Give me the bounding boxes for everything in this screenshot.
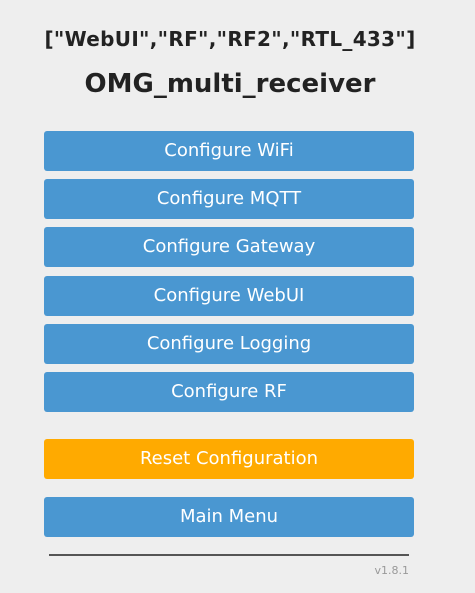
version-label: v1.8.1 <box>374 564 410 577</box>
configure-gateway-button[interactable]: Configure Gateway <box>44 227 414 267</box>
configure-mqtt-button[interactable]: Configure MQTT <box>44 179 414 219</box>
configure-webui-button[interactable]: Configure WebUI <box>44 276 414 316</box>
configure-rf-button[interactable]: Configure RF <box>44 372 414 412</box>
module-list: ["WebUI","RF","RF2","RTL_433"] <box>44 27 416 51</box>
configure-logging-button[interactable]: Configure Logging <box>44 324 414 364</box>
footer-divider <box>49 554 409 556</box>
reset-configuration-button[interactable]: Reset Configuration <box>44 439 414 479</box>
configure-wifi-button[interactable]: Configure WiFi <box>44 131 414 171</box>
page-title: OMG_multi_receiver <box>84 69 376 99</box>
main-menu-button[interactable]: Main Menu <box>44 497 414 537</box>
